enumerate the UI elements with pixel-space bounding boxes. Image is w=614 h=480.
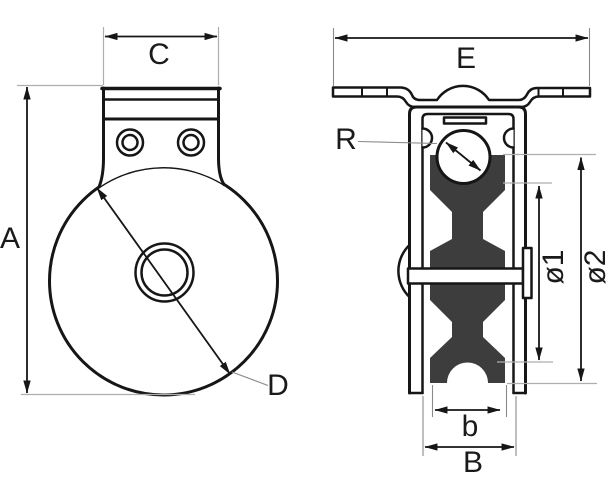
front-bracket [97,86,226,189]
bracket-side-hole-left [421,127,434,149]
dimension-E [332,28,591,86]
bracket-top-slot [442,116,488,125]
label-A: A [0,222,20,255]
axle-washer-bump [397,243,411,299]
label-dia2: ø2 [579,249,612,284]
bracket-side-hole-right [502,127,515,149]
axle-bar [406,267,525,285]
label-E: E [456,42,476,75]
plate-slot-ticks [361,87,564,98]
dimension-A [17,84,195,396]
axle-end-tab [521,246,533,300]
label-R: R [335,123,357,156]
side-bracket-inner [421,112,515,395]
rivet-hole-right-inner [182,133,200,152]
dimension-dia2 [503,153,597,385]
dimension-b [431,385,508,417]
side-view: E R b B ø1 ø2 [331,28,612,479]
label-C: C [148,38,170,71]
d-leader-line [231,371,269,387]
label-B: B [463,446,483,479]
label-D: D [267,369,289,402]
rivet-hole-left [115,128,145,157]
rivet-hole-left-inner [121,133,139,152]
radius-r-arrow [445,141,482,172]
rivet-hole-right [176,128,206,157]
sheave-upper-section [430,155,505,269]
bracket-mask [99,87,224,187]
dimension-B [422,396,517,456]
sheave-lower-section [430,283,505,383]
mounting-plate [331,84,592,109]
dimension-C [102,27,220,85]
label-dia1: ø1 [537,249,570,284]
dimension-dia1 [497,182,553,363]
front-view: A C D [0,27,289,402]
r-leader-line [357,140,438,145]
label-b: b [462,410,479,443]
diameter-d-arrow [96,187,231,375]
